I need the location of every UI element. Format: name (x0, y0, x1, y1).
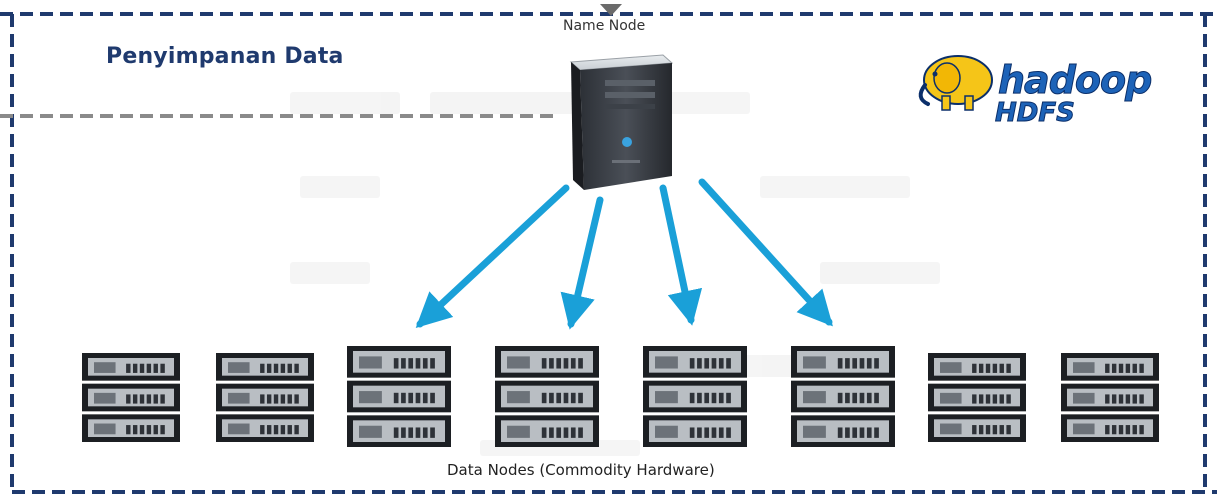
name-node-server-icon (569, 54, 674, 190)
hdfs-logo-text: HDFS (995, 98, 1076, 129)
arrow-1 (415, 184, 570, 328)
data-node-server-icon (1061, 353, 1159, 442)
arrow-4 (698, 178, 833, 327)
replication-arrows (415, 178, 833, 330)
outer-dashed-border (0, 12, 1217, 494)
data-node-server-icon (495, 346, 599, 447)
data-node-server-icon (216, 353, 314, 442)
top-pointer-icon (600, 4, 622, 16)
data-node-server-icon (643, 346, 747, 447)
name-node-label: Name Node (563, 18, 646, 34)
arrow-3 (659, 184, 703, 326)
data-node-server-icon (928, 353, 1026, 442)
data-node-server-icon (82, 353, 180, 442)
data-node-server-icon (791, 346, 895, 447)
data-node-server-icon (347, 346, 451, 447)
diagram-title: Penyimpanan Data (106, 44, 344, 69)
data-nodes-group (82, 346, 1159, 447)
data-nodes-label: Data Nodes (Commodity Hardware) (447, 461, 715, 479)
arrow-2 (560, 196, 604, 330)
hadoop-elephant-logo (918, 55, 993, 111)
hadoop-logo-text: hadoop (997, 58, 1152, 103)
